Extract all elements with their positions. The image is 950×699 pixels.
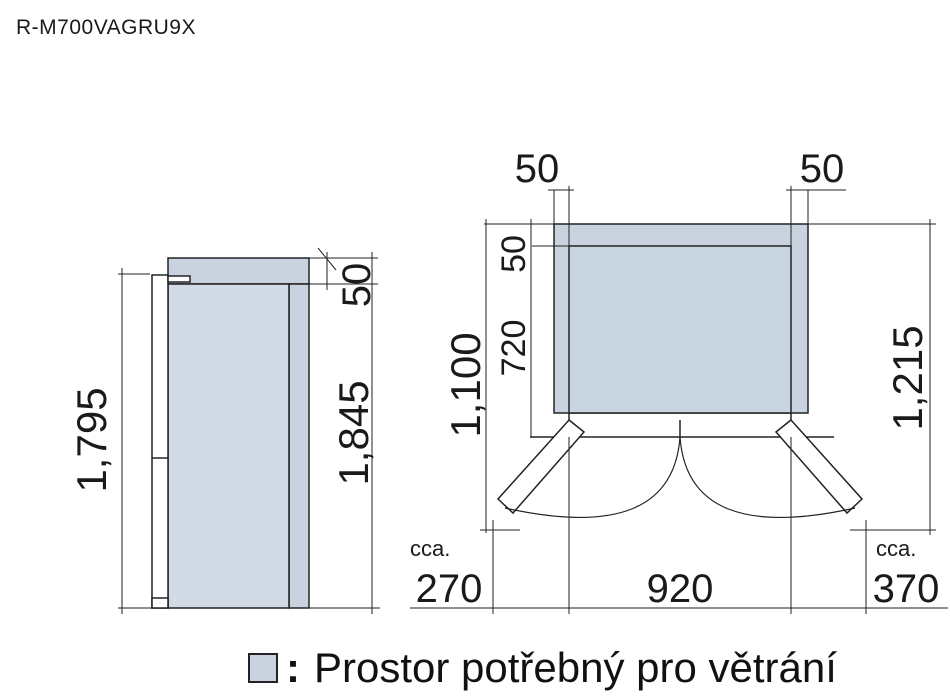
- side-height-with-clearance-label: 1,845: [330, 380, 377, 485]
- legend: : Prostor potřebný pro větrání: [248, 642, 837, 694]
- top-body: [568, 245, 792, 414]
- left-door-swing-arc: [504, 436, 681, 519]
- left-door-swing-label: 270: [416, 567, 483, 611]
- side-top-vent-zone: [167, 257, 310, 285]
- right-door-swing-arc: [679, 436, 856, 519]
- top-depth-label: 720: [495, 320, 533, 377]
- top-rear-clearance-label: 50: [495, 235, 533, 273]
- legend-swatch: [248, 653, 278, 683]
- side-top-clearance-label: 50: [335, 263, 379, 308]
- side-view: [118, 247, 380, 614]
- legend-label: Prostor potřebný pro větrání: [314, 644, 837, 691]
- top-depth-with-doors-label: 1,100: [442, 332, 489, 437]
- left-door-open: [496, 418, 586, 515]
- side-body: [167, 283, 290, 609]
- side-height-label: 1,795: [68, 387, 115, 492]
- top-left-clearance-label: 50: [515, 147, 560, 191]
- cca-left-label: cca.: [410, 536, 450, 561]
- cca-right-label: cca.: [876, 536, 916, 561]
- side-rear-vent-zone: [288, 283, 310, 609]
- side-door: [151, 274, 169, 609]
- right-door-open: [774, 418, 864, 515]
- width-label: 920: [647, 567, 714, 611]
- legend-colon: :: [286, 644, 300, 691]
- top-view: [410, 186, 948, 614]
- top-total-depth-label: 1,215: [884, 325, 931, 430]
- top-right-clearance-label: 50: [800, 147, 845, 191]
- right-door-swing-label: 370: [873, 567, 940, 611]
- model-number: R-M700VAGRU9X: [16, 16, 196, 39]
